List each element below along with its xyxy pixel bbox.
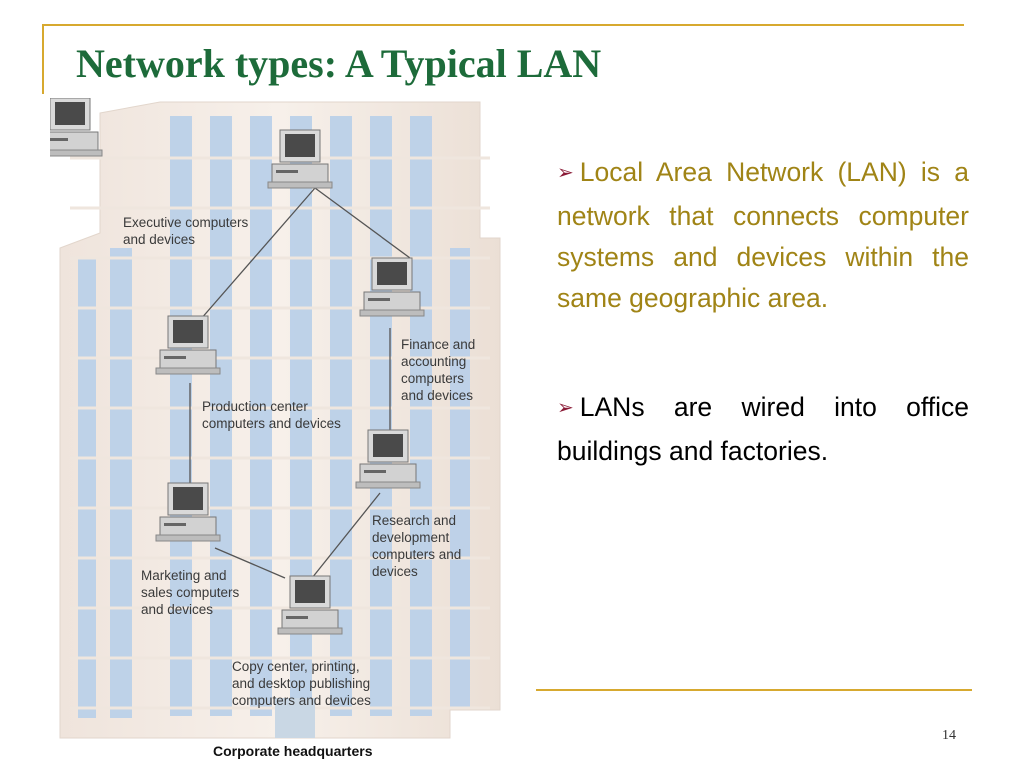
label-executive: Executive computers and devices <box>123 215 249 247</box>
lan-building-figure: Executive computers and devices Finance … <box>37 97 530 768</box>
label-production: Production center computers and devices <box>202 399 341 431</box>
figure-caption: Corporate headquarters <box>213 743 373 759</box>
slide-title: Network types: A Typical LAN <box>76 41 602 86</box>
label-marketing: Marketing and sales computers and device… <box>141 568 240 617</box>
bullet-item: ➢LANs are wired into office buildings an… <box>557 387 969 472</box>
label-research: Research and development computers and d… <box>372 513 462 579</box>
footer-rule <box>536 689 972 691</box>
bullet-list: ➢Local Area Network (LAN) is a network t… <box>557 152 969 472</box>
computer-icon <box>37 97 103 157</box>
bullet-item: ➢Local Area Network (LAN) is a network t… <box>557 152 969 319</box>
bullet-text: LANs are wired into office buildings and… <box>557 392 969 466</box>
building-illustration <box>37 97 501 739</box>
page-number: 14 <box>942 728 956 743</box>
left-rule <box>42 24 44 94</box>
arrow-bullet-icon: ➢ <box>557 397 574 419</box>
label-finance: Finance and accounting computers and dev… <box>401 337 476 403</box>
top-rule <box>42 24 964 26</box>
arrow-bullet-icon: ➢ <box>557 162 574 184</box>
label-copy-center: Copy center, printing, and desktop publi… <box>232 659 371 708</box>
bullet-text: Local Area Network (LAN) is a network th… <box>557 157 969 313</box>
